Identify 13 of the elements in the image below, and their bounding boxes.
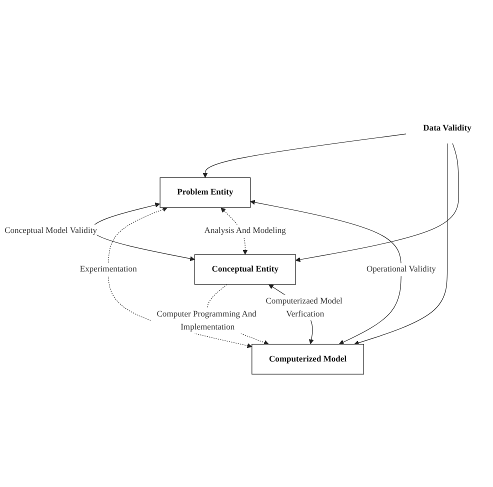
arrow [202, 133, 406, 178]
node-box: Computerized Model [252, 344, 364, 374]
node-box: Problem Entity [160, 176, 251, 208]
arrow [295, 142, 459, 262]
edge-label: Computer Programming And Implementation [156, 309, 256, 332]
edge-label: Computerizaed Model Verfication [266, 296, 342, 318]
edge-label: Analysis And Modeling [204, 226, 286, 236]
edge-label: Experimentation [80, 264, 137, 274]
node-text: Data Validity [423, 123, 472, 133]
arrow [354, 142, 448, 345]
node-box: Conceptual Entity [194, 254, 296, 284]
edge-label: Operational Validity [366, 264, 436, 274]
edge-label: Conceptual Model Validity [4, 226, 97, 236]
